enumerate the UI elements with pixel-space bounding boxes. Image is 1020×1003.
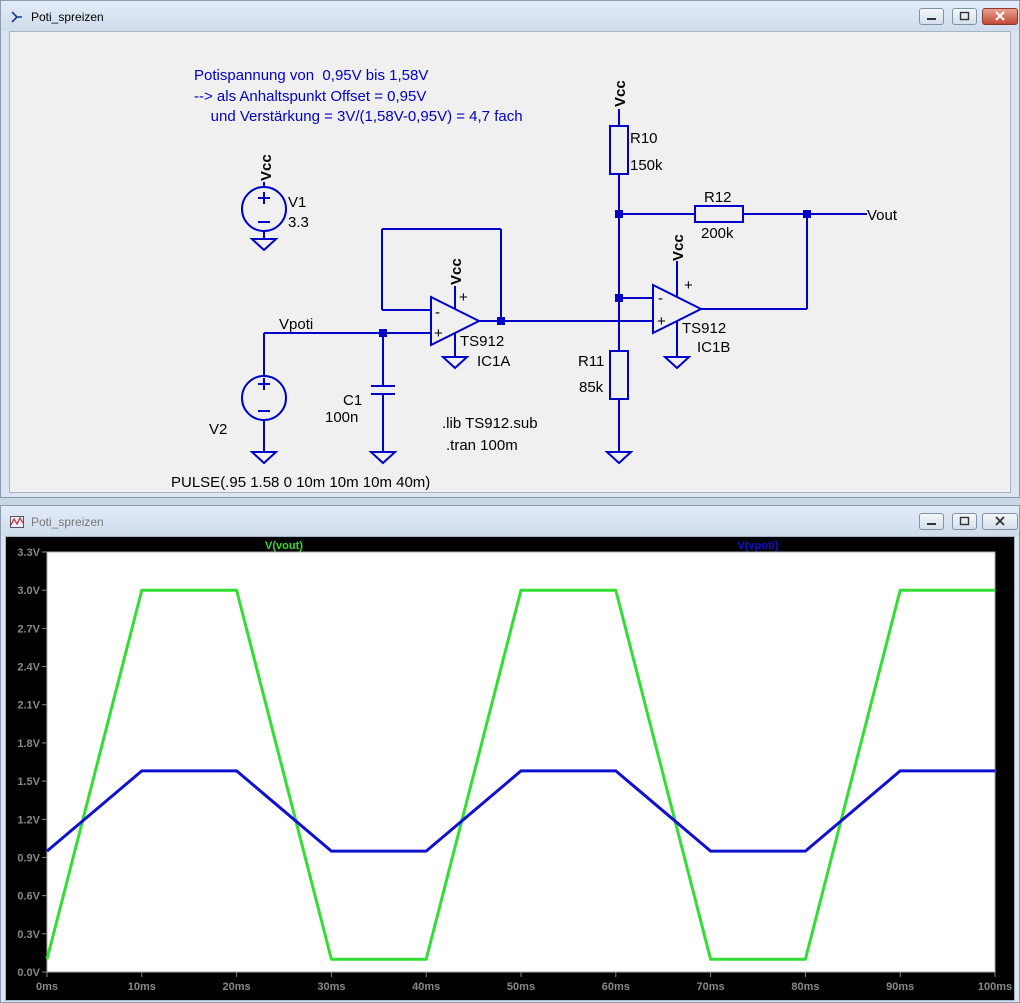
comment-line-2: --> als Anhaltspunkt Offset = 0,95V <box>194 88 426 105</box>
x-tick-label: 90ms <box>886 981 914 993</box>
ic1b-model: TS912 <box>682 320 726 337</box>
schematic-canvas[interactable]: Potispannung von 0,95V bis 1,58V --> als… <box>9 31 1011 493</box>
vout-net-label: Vout <box>867 207 898 224</box>
ic1a-model: TS912 <box>460 333 504 350</box>
tran-directive: .tran 100m <box>446 437 518 454</box>
c1-name: C1 <box>343 392 362 409</box>
y-tick-label: 0.9V <box>17 852 40 864</box>
schematic-window-title: Poti_spreizen <box>31 10 104 24</box>
c1-value: 100n <box>325 409 358 426</box>
ground-icon <box>249 451 279 465</box>
close-button[interactable] <box>982 513 1018 530</box>
maximize-button[interactable] <box>952 8 977 25</box>
minimize-button[interactable] <box>919 8 944 25</box>
r12-value: 200k <box>701 225 734 242</box>
x-tick-label: 70ms <box>697 981 725 993</box>
schematic-app-icon <box>11 11 22 23</box>
maximize-button[interactable] <box>952 513 977 530</box>
v2-name: V2 <box>209 421 227 438</box>
ground-icon <box>440 356 470 370</box>
comment-line-3: und Verstärkung = 3V/(1,58V-0,95V) = 4,7… <box>194 108 523 125</box>
ground-icon <box>368 451 398 465</box>
y-tick-label: 0.6V <box>17 891 40 903</box>
x-tick-label: 100ms <box>978 981 1012 993</box>
schematic-drawing: Potispannung von 0,95V bis 1,58V --> als… <box>171 67 898 491</box>
y-tick-label: 3.0V <box>17 585 40 597</box>
ic1a-supply-plus: + <box>459 289 468 306</box>
x-tick-label: 10ms <box>128 981 156 993</box>
y-tick-label: 1.5V <box>17 776 40 788</box>
y-tick-label: 3.3V <box>17 547 40 559</box>
x-tick-label: 30ms <box>317 981 345 993</box>
waveform-titlebar[interactable]: Poti_spreizen <box>1 506 1019 536</box>
r11-name: R11 <box>578 353 604 370</box>
r10-value: 150k <box>630 157 663 174</box>
ic1a-plus-pin: + <box>434 325 443 342</box>
minimize-button[interactable] <box>919 513 944 530</box>
ic1a-minus-pin: - <box>435 304 440 321</box>
x-tick-label: 80ms <box>791 981 819 993</box>
y-tick-label: 2.4V <box>17 662 40 674</box>
minimize-icon <box>927 523 936 525</box>
minimize-icon <box>927 18 936 20</box>
maximize-icon <box>959 11 970 21</box>
plot-area <box>46 551 996 973</box>
vcc-label: Vcc <box>258 154 275 181</box>
y-tick-label: 2.1V <box>17 700 40 712</box>
waveform-app-icon <box>10 516 24 528</box>
r11-resistor[interactable] <box>609 350 629 400</box>
r10-resistor[interactable] <box>609 125 629 175</box>
legend-vout[interactable]: V(vout) <box>265 540 303 552</box>
trace-v-vpoti <box>46 769 995 853</box>
x-tick-label: 0ms <box>36 981 58 993</box>
y-tick-label: 0.3V <box>17 929 40 941</box>
waveform-window-title: Poti_spreizen <box>31 515 104 529</box>
r12-resistor[interactable] <box>694 205 744 223</box>
vpoti-net-label: Vpoti <box>279 316 313 333</box>
maximize-icon <box>959 516 970 526</box>
close-icon <box>995 516 1005 526</box>
x-tick-label: 40ms <box>412 981 440 993</box>
ground-icon <box>604 451 634 465</box>
ic1b-plus-pin: + <box>657 313 666 330</box>
schematic-window: Poti_spreizen <box>0 0 1020 498</box>
lib-directive: .lib TS912.sub <box>442 415 538 432</box>
x-tick-label: 20ms <box>223 981 251 993</box>
close-button[interactable] <box>982 8 1018 25</box>
v1-value: 3.3 <box>288 214 309 231</box>
ic1b-name: IC1B <box>697 339 730 356</box>
vcc-label: Vcc <box>448 258 465 285</box>
v1-name: V1 <box>288 194 306 211</box>
vcc-label: Vcc <box>612 80 629 107</box>
trace-v-vout <box>45 588 995 961</box>
r12-name: R12 <box>704 189 732 206</box>
schematic-titlebar[interactable]: Poti_spreizen <box>1 1 1019 31</box>
ic1b-minus-pin: - <box>658 290 663 307</box>
y-tick-label: 2.7V <box>17 623 40 635</box>
x-tick-label: 60ms <box>602 981 630 993</box>
x-tick-label: 50ms <box>507 981 535 993</box>
ic1b-supply-plus: + <box>684 277 693 294</box>
waveform-canvas[interactable]: 0.0V 0.3V 0.6V 0.9V 1.2V 1.5V 1.8V 2.1V 2.4V 2.7V… <box>5 536 1015 1001</box>
close-icon <box>995 11 1005 21</box>
pulse-spec: PULSE(.95 1.58 0 10m 10m 10m 40m) <box>171 474 430 491</box>
ic1a-name: IC1A <box>477 353 510 370</box>
waveform-plot: 0.0V 0.3V 0.6V 0.9V 1.2V 1.5V 1.8V 2.1V 2.4V 2.7V… <box>17 540 1012 993</box>
ground-icon <box>249 238 279 252</box>
legend-vpoti[interactable]: V(vpoti) <box>738 540 779 552</box>
y-tick-label: 1.8V <box>17 738 40 750</box>
waveform-window: Poti_spreizen 0.0V 0.3V 0.6V 0.9V 1.2V 1.5V 1.… <box>0 505 1020 1003</box>
r11-value: 85k <box>579 379 604 396</box>
y-tick-label: 0.0V <box>17 967 40 979</box>
y-tick-label: 1.2V <box>17 814 40 826</box>
ground-icon <box>662 356 692 370</box>
r10-name: R10 <box>630 130 658 147</box>
comment-line-1: Potispannung von 0,95V bis 1,58V <box>194 67 428 84</box>
vcc-label: Vcc <box>670 234 687 261</box>
